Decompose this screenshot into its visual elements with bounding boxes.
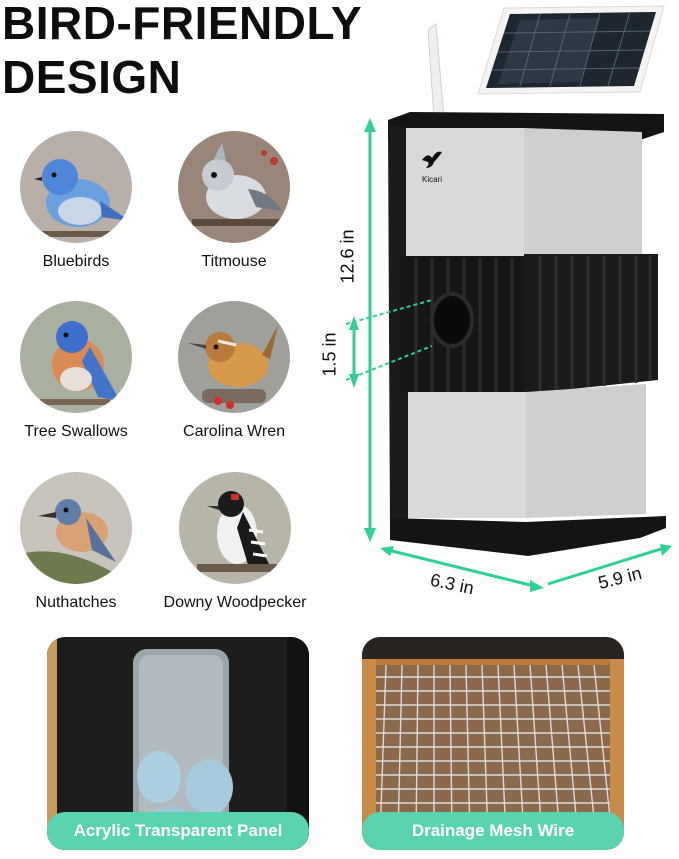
page-title: BIRD-FRIENDLY DESIGN <box>2 0 362 104</box>
dimension-lines <box>345 118 672 592</box>
nuthatch-photo-icon <box>20 472 132 584</box>
lower-panel <box>408 392 526 518</box>
feature-label: Acrylic Transparent Panel <box>47 812 309 850</box>
carolina-wren-photo-icon <box>178 301 290 413</box>
feature-drainage-mesh: Drainage Mesh Wire <box>362 637 624 850</box>
bird-card-nuthatches: Nuthatches <box>16 472 136 612</box>
bird-label: Downy Woodpecker <box>163 594 307 611</box>
bird-label: Titmouse <box>201 253 267 270</box>
bird-label: Nuthatches <box>35 594 117 611</box>
feature-acrylic-panel: Acrylic Transparent Panel <box>47 637 309 850</box>
bird-card-carolina-wren: Carolina Wren <box>174 301 294 441</box>
bluebird-photo-icon <box>20 131 132 243</box>
entrance-hole <box>430 292 474 348</box>
birdhouse-illustration <box>345 5 672 592</box>
antenna-icon <box>427 23 445 119</box>
feature-label: Drainage Mesh Wire <box>362 812 624 850</box>
brand-logo: Kicari <box>412 150 452 184</box>
bird-card-downy-woodpecker: Downy Woodpecker <box>152 472 318 612</box>
title-line-1: BIRD-FRIENDLY <box>2 0 363 49</box>
base <box>390 516 666 556</box>
bird-card-bluebirds: Bluebirds <box>16 131 136 271</box>
bird-label: Bluebirds <box>42 253 110 270</box>
tree-swallow-photo-icon <box>20 301 132 413</box>
solar-panel-icon <box>477 5 665 95</box>
bird-card-titmouse: Titmouse <box>174 131 294 271</box>
bird-card-tree-swallows: Tree Swallows <box>16 301 136 441</box>
bird-label: Tree Swallows <box>24 423 128 440</box>
upper-panel <box>406 128 524 258</box>
downy-woodpecker-photo-icon <box>179 472 291 584</box>
hole-dimension: 1.5 in <box>319 332 340 377</box>
bird-label: Carolina Wren <box>183 423 285 440</box>
titmouse-photo-icon <box>178 131 290 243</box>
dove-icon <box>422 151 442 168</box>
height-dimension: 12.6 in <box>337 229 358 284</box>
title-line-2: DESIGN <box>2 51 182 103</box>
brand-name: Kicari <box>421 175 442 184</box>
